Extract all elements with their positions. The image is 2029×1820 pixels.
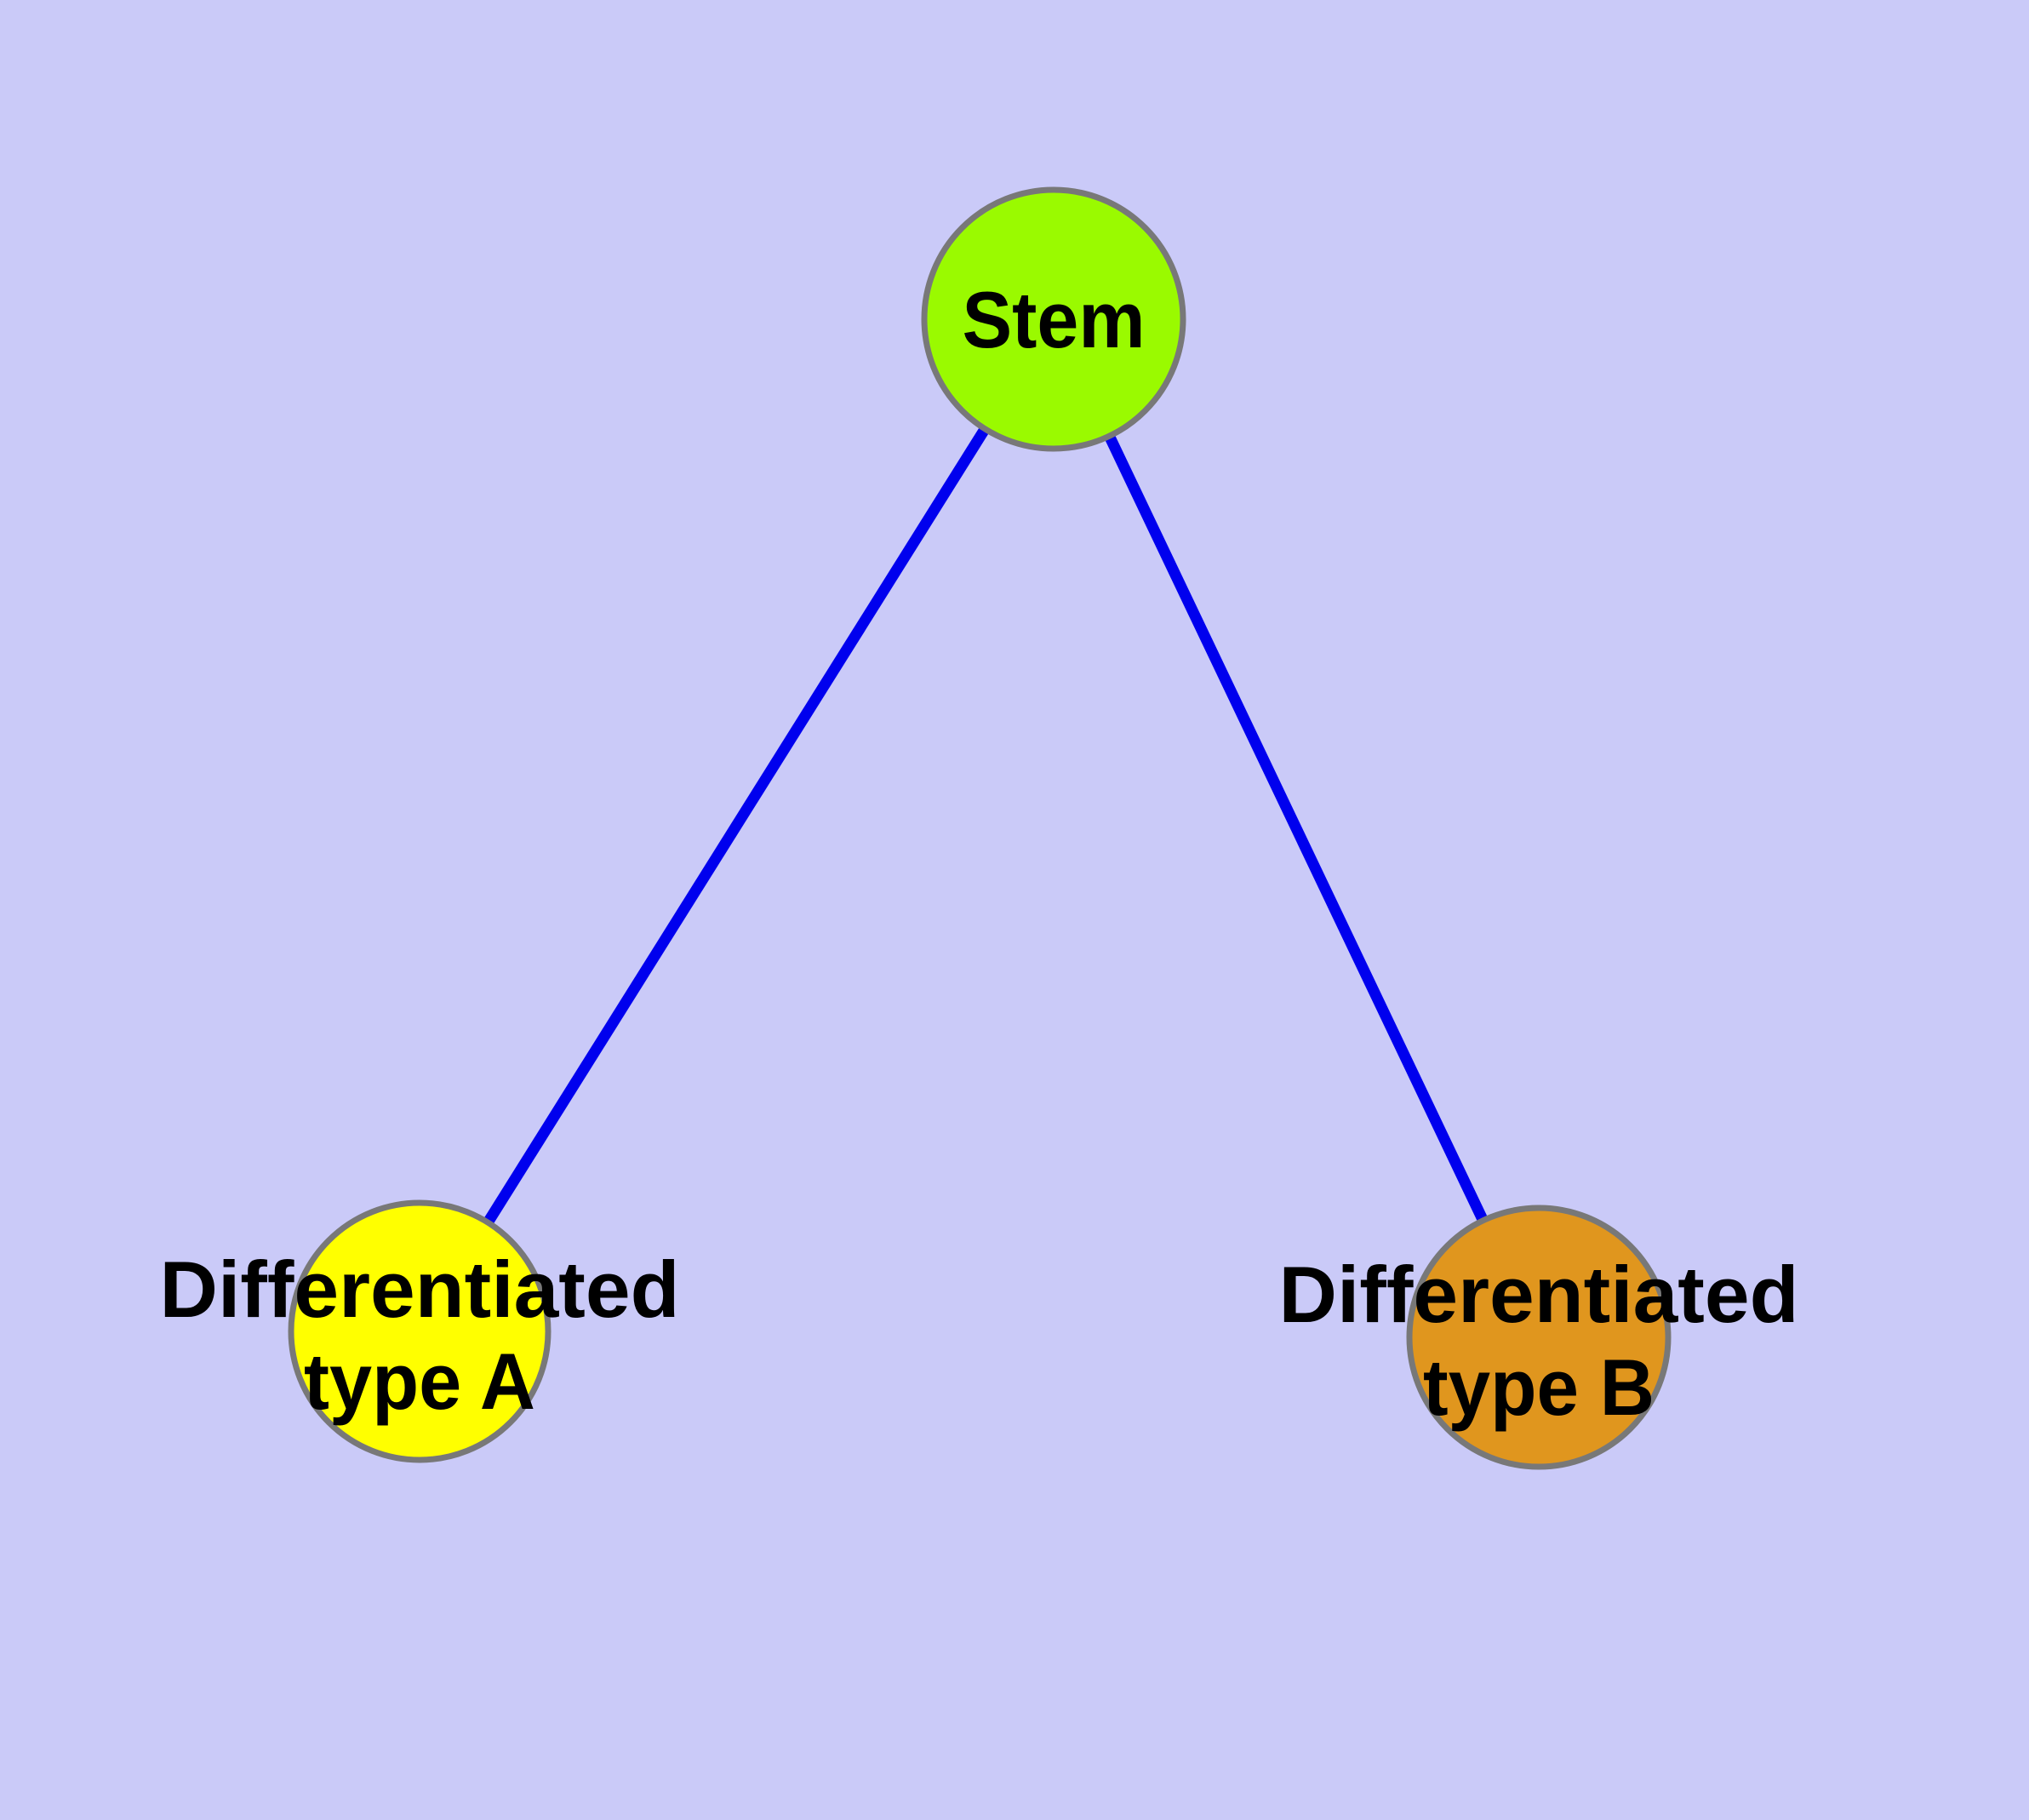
node-stem-circle — [921, 186, 1186, 452]
edge-stem-to-type-a — [414, 316, 1059, 1335]
node-differentiated-type-a-label-line1: Differentiated — [160, 1245, 680, 1334]
nodes-layer — [288, 186, 1672, 1470]
labels-layer: Stem Differentiated type A Differentiate… — [160, 275, 1799, 1432]
node-differentiated-type-b-label-line2: type B — [1423, 1342, 1655, 1432]
edge-stem-to-type-b — [1049, 317, 1544, 1340]
node-stem-label: Stem — [963, 275, 1146, 364]
node-differentiated-type-a-circle — [288, 1199, 552, 1463]
node-differentiated-type-a-label-line2: type A — [304, 1336, 535, 1426]
node-differentiated-type-b-circle — [1406, 1205, 1672, 1470]
edges-layer — [414, 316, 1544, 1340]
node-differentiated-type-b-label-line1: Differentiated — [1279, 1250, 1799, 1339]
